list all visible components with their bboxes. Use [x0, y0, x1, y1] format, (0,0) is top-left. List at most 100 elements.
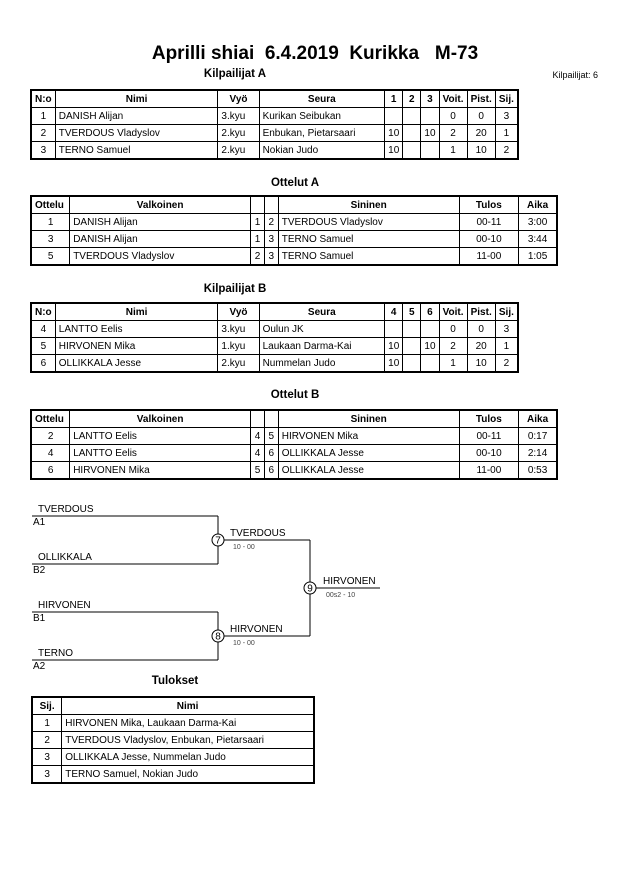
table-row: 4 LANTTO Eelis 4 6 OLLIKKALA Jesse 00-10…: [30, 444, 558, 462]
cell-belt: 2.kyu: [217, 124, 260, 142]
cell-white-no: 5: [250, 461, 265, 480]
cell-white-no: 1: [250, 230, 265, 248]
col-header: Sij.: [494, 89, 519, 108]
cell-name: TVERDOUS Vladyslov: [54, 124, 219, 142]
cell-no: 6: [30, 354, 56, 373]
cell-belt: 2.kyu: [217, 141, 260, 160]
table-row: 3 TERNO Samuel 2.kyu Nokian Judo 10 1 10…: [30, 141, 519, 160]
cell-no: 2: [30, 124, 56, 142]
cell-score: 10: [384, 141, 404, 160]
match-9-number: 9: [307, 584, 313, 595]
bracket-m8-winner: HIRVONEN: [230, 624, 283, 635]
table-row: 6 HIRVONEN Mika 5 6 OLLIKKALA Jesse 11-0…: [30, 461, 558, 480]
bracket-p4-name: TERNO: [38, 648, 73, 659]
cell-name: OLLIKKALA Jesse: [54, 354, 219, 373]
pool-a-title: Kilpailijat A: [203, 68, 267, 80]
cell-name: HIRVONEN Mika, Laukaan Darma-Kai: [61, 714, 315, 732]
table-row: 1 DANISH Alijan 1 2 TVERDOUS Vladyslov 0…: [30, 213, 558, 231]
cell-score: 10: [420, 337, 440, 355]
table-header: Sij. Nimi: [31, 696, 315, 715]
cell-club: Nokian Judo: [258, 141, 386, 160]
cell-score: 10: [384, 337, 404, 355]
cell-blue: TERNO Samuel: [277, 247, 460, 266]
cell-belt: 1.kyu: [217, 337, 260, 355]
cell-place: 3: [31, 765, 63, 784]
pool-b-table: N:o Nimi Vyö Seura 4 5 6 Voit. Pist. Sij…: [30, 302, 519, 373]
cell-white: HIRVONEN Mika: [69, 461, 252, 480]
cell-white-no: 2: [250, 247, 265, 266]
bracket-p1-name: TVERDOUS: [38, 504, 94, 515]
cell-wins: 2: [438, 124, 468, 142]
cell-place: 3: [31, 748, 63, 766]
cell-time: 3:44: [518, 230, 558, 248]
cell-name: HIRVONEN Mika: [54, 337, 219, 355]
matches-b-title: Ottelut B: [270, 389, 320, 401]
cell-points: 10: [466, 354, 496, 373]
cell-blue: TERNO Samuel: [277, 230, 460, 248]
bracket-m9-score: 00s2 - 10: [326, 592, 355, 599]
cell-name: OLLIKKALA Jesse, Nummelan Judo: [61, 748, 315, 766]
cell-white: DANISH Alijan: [69, 230, 252, 248]
cell-place: 1: [31, 714, 63, 732]
cell-name: TVERDOUS Vladyslov, Enbukan, Pietarsaari: [61, 731, 315, 749]
col-header: Aika: [518, 195, 558, 214]
table-row: 6 OLLIKKALA Jesse 2.kyu Nummelan Judo 10…: [30, 354, 519, 373]
bracket-p1-seed: A1: [33, 517, 46, 528]
cell-points: 20: [466, 124, 496, 142]
col-header: Nimi: [61, 696, 315, 715]
bracket-p2-seed: B2: [33, 565, 46, 576]
cell-time: 1:05: [518, 247, 558, 266]
cell-score: 10: [384, 124, 404, 142]
table-row: 2 TVERDOUS Vladyslov, Enbukan, Pietarsaa…: [31, 731, 315, 749]
pool-b-title: Kilpailijat B: [203, 283, 267, 295]
table-row: 3 TERNO Samuel, Nokian Judo: [31, 765, 315, 784]
bracket-m7-winner: TVERDOUS: [230, 528, 286, 539]
cell-score: [420, 354, 440, 373]
cell-blue: OLLIKKALA Jesse: [277, 444, 460, 462]
cell-name: TERNO Samuel, Nokian Judo: [61, 765, 315, 784]
matches-a-title: Ottelut A: [270, 177, 320, 189]
cell-time: 0:53: [518, 461, 558, 480]
table-row: 1 HIRVONEN Mika, Laukaan Darma-Kai: [31, 714, 315, 732]
cell-place: 2: [31, 731, 63, 749]
results-table: Sij. Nimi 1 HIRVONEN Mika, Laukaan Darma…: [31, 696, 315, 784]
table-row: 5 TVERDOUS Vladyslov 2 3 TERNO Samuel 11…: [30, 247, 558, 266]
col-header: Sij.: [31, 696, 63, 715]
match-8-marker: 8: [211, 629, 225, 643]
bracket-p2-name: OLLIKKALA: [38, 552, 92, 563]
cell-wins: 2: [438, 337, 468, 355]
col-header: 1: [384, 89, 404, 108]
match-9-marker: 9: [303, 581, 317, 595]
table-row: 4 LANTTO Eelis 3.kyu Oulun JK 0 0 3: [30, 320, 519, 338]
bracket-p4-seed: A2: [33, 661, 46, 672]
col-header: N:o: [30, 302, 56, 321]
cell-blue: OLLIKKALA Jesse: [277, 461, 460, 480]
cell-place: 2: [494, 354, 519, 373]
cell-belt: 2.kyu: [217, 354, 260, 373]
bracket-m9-winner: HIRVONEN: [323, 576, 376, 587]
table-row: 3 DANISH Alijan 1 3 TERNO Samuel 00-10 3…: [30, 230, 558, 248]
table-row: 2 TVERDOUS Vladyslov 2.kyu Enbukan, Piet…: [30, 124, 519, 142]
competitors-count: Kilpailijat: 6: [552, 70, 598, 80]
cell-place: 2: [494, 141, 519, 160]
cell-name: TERNO Samuel: [54, 141, 219, 160]
bracket-p3-seed: B1: [33, 613, 46, 624]
match-7-number: 7: [215, 536, 221, 547]
pool-a-table: N:o Nimi Vyö Seura 1 2 3 Voit. Pist. Sij…: [30, 89, 519, 160]
cell-score: [420, 141, 440, 160]
matches-a-table: Ottelu Valkoinen Sininen Tulos Aika 1 DA…: [30, 195, 558, 266]
match-7-marker: 7: [211, 533, 225, 547]
cell-score: 10: [420, 124, 440, 142]
cell-points: 10: [466, 141, 496, 160]
cell-no: 5: [30, 337, 56, 355]
table-row: 3 OLLIKKALA Jesse, Nummelan Judo: [31, 748, 315, 766]
cell-place: 1: [494, 337, 519, 355]
cell-white: LANTTO Eelis: [69, 444, 252, 462]
table-header: Ottelu Valkoinen Sininen Tulos Aika: [30, 195, 558, 214]
bracket-m8-score: 10 - 00: [233, 640, 255, 647]
bracket-m7-score: 10 - 00: [233, 544, 255, 551]
cell-white: TVERDOUS Vladyslov: [69, 247, 252, 266]
table-row: 5 HIRVONEN Mika 1.kyu Laukaan Darma-Kai …: [30, 337, 519, 355]
cell-score: 10: [384, 354, 404, 373]
